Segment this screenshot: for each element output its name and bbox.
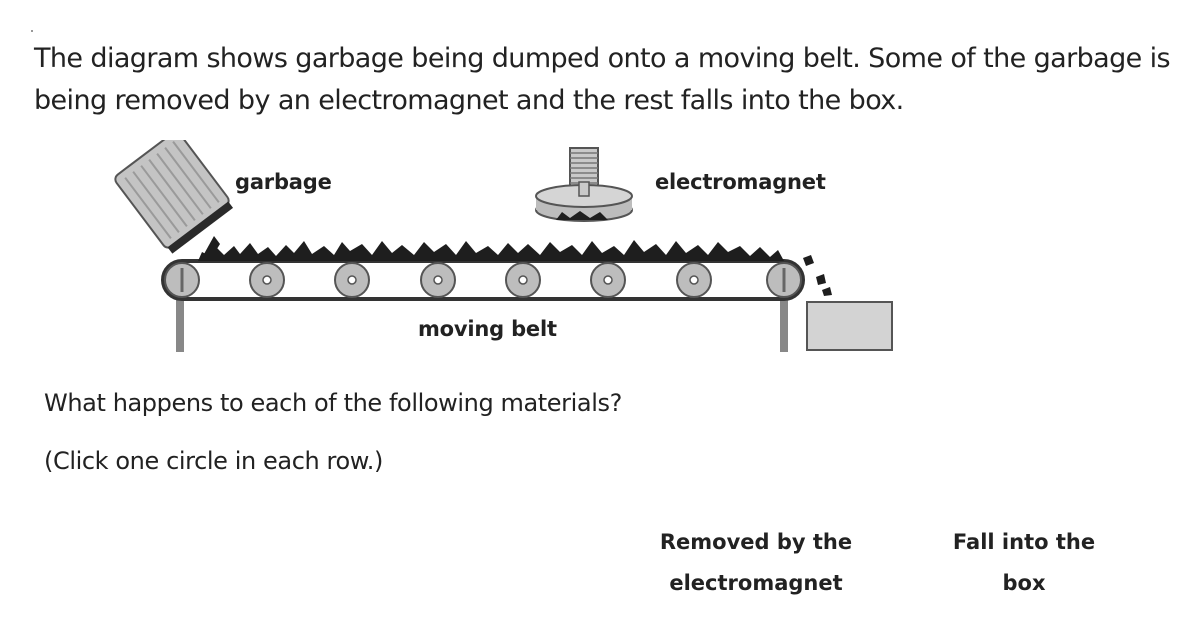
roller: [590, 262, 626, 298]
garbage-belt-diagram: garbage electromagnet moving belt: [110, 131, 910, 364]
electromagnet: [535, 147, 633, 222]
column-header-box: Fall into the box: [952, 530, 1096, 595]
right-leg: [780, 290, 788, 352]
moving-belt-label: moving belt: [418, 317, 557, 341]
roller: [676, 262, 712, 298]
roller: [505, 262, 541, 298]
roller-right: [766, 262, 802, 298]
electromagnet-label: electromagnet: [655, 170, 826, 194]
column-header-removed: Removed by the electromagnet: [659, 530, 853, 595]
stray-dot: [31, 30, 33, 32]
garbage-label: garbage: [235, 170, 332, 194]
roller-left: [164, 262, 200, 298]
diagram-illustration: [114, 131, 893, 352]
roller: [249, 262, 285, 298]
instruction-text: (Click one circle in each row.): [44, 447, 383, 475]
collection-box: [806, 301, 893, 351]
left-leg: [176, 290, 184, 352]
intro-text: The diagram shows garbage being dumped o…: [34, 43, 1171, 116]
rollers: [249, 262, 712, 298]
question-text: What happens to each of the following ma…: [44, 389, 622, 417]
garbage-pile: [198, 240, 784, 261]
garbage-can: [114, 131, 234, 260]
roller: [334, 262, 370, 298]
roller: [420, 262, 456, 298]
falling-garbage: [803, 255, 832, 296]
